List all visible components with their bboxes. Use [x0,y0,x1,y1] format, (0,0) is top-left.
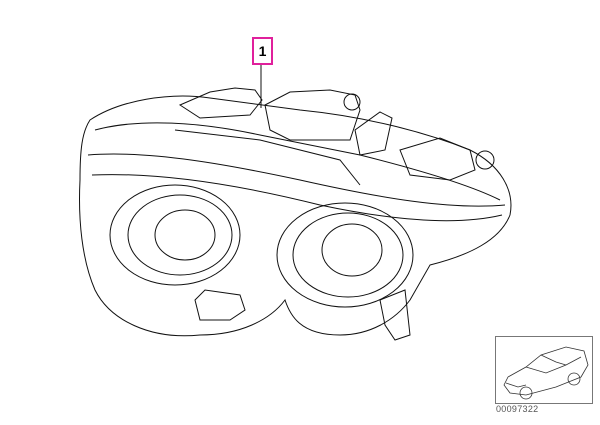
vehicle-thumbnail [495,336,593,404]
car-icon [503,346,589,400]
bottom-mount [194,289,246,321]
callout-part-1[interactable]: 1 [252,37,273,65]
right-lens [276,202,414,308]
headlight-housing [79,95,512,337]
top-bracket [178,87,263,119]
diagram-id: 00097322 [496,404,539,414]
left-lens [109,184,241,286]
